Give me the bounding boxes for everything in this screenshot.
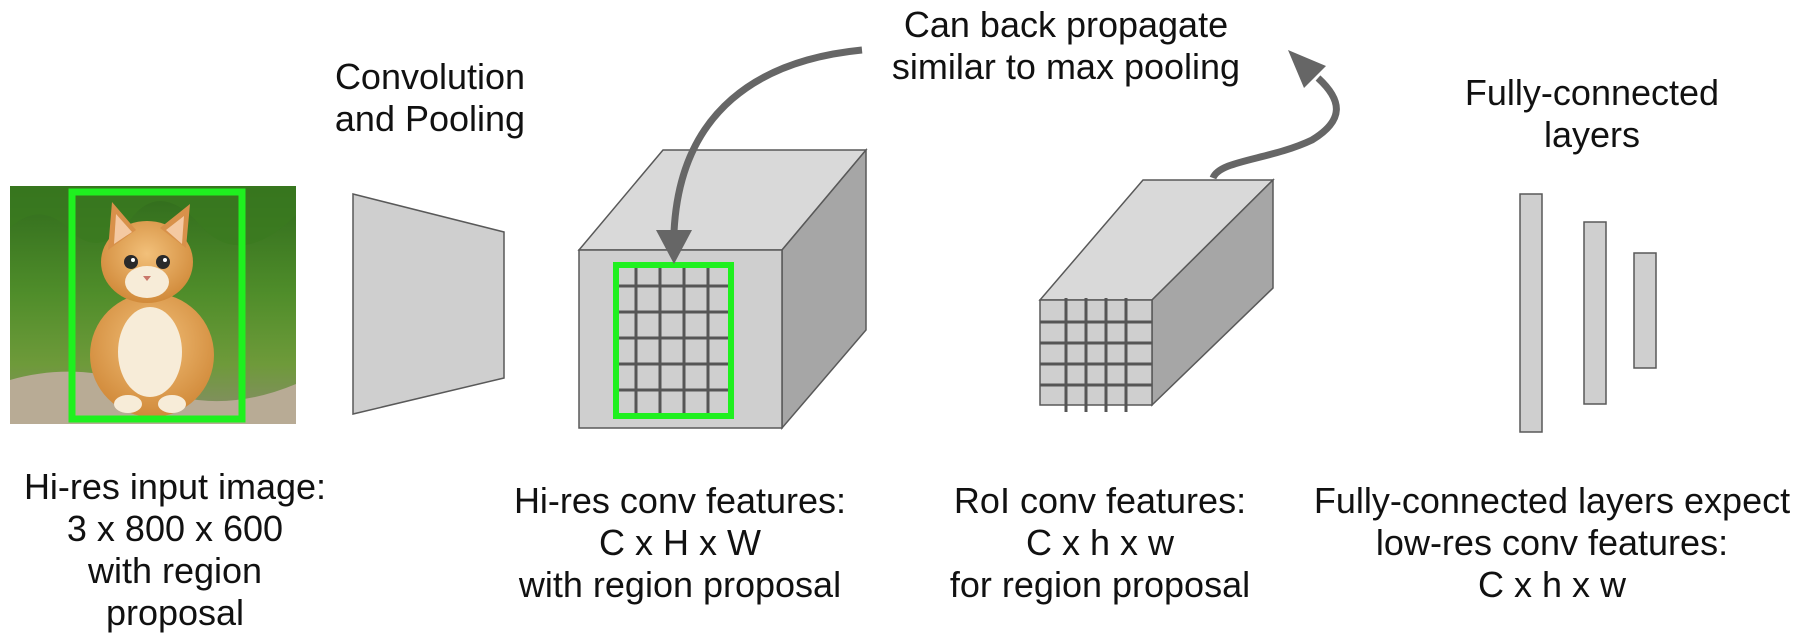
hires-region-proposal	[613, 262, 734, 419]
fc-caption-line: low-res conv features:	[1375, 522, 1729, 563]
conv-pool-label-line: Convolution	[334, 56, 526, 97]
roi-caption-line: RoI conv features:	[953, 480, 1247, 521]
fc-caption-line: Fully-connected layers expect	[1313, 480, 1791, 521]
hires-features-caption: Hi-res conv features: C x H x W with reg…	[495, 480, 865, 606]
fc-layers-caption: Fully-connected layers expect low-res co…	[1300, 480, 1804, 606]
roi-caption-line: for region proposal	[949, 564, 1251, 605]
conv-pool-label: Convolution and Pooling	[320, 56, 540, 140]
conv-pool-block	[352, 193, 505, 415]
input-caption-line: 3 x 800 x 600	[66, 508, 284, 549]
backprop-arrow-from-roi	[1209, 50, 1340, 180]
hires-caption-line: Hi-res conv features:	[513, 480, 847, 521]
fc-layer-bar	[1519, 193, 1543, 433]
hires-feature-cube	[577, 147, 868, 431]
fc-layer-bar	[1633, 252, 1657, 369]
hires-caption-line: C x H x W	[599, 522, 761, 563]
backprop-note: Can back propagate similar to max poolin…	[866, 4, 1266, 88]
hires-caption-line: with region proposal	[518, 564, 842, 605]
fc-title-line: layers	[1543, 114, 1641, 155]
fc-title-line: Fully-connected	[1464, 72, 1720, 113]
backprop-arrow-into-region	[656, 46, 863, 264]
input-caption-line: Hi-res input image:	[23, 466, 327, 507]
backprop-note-line: Can back propagate	[903, 4, 1229, 45]
roi-features-caption: RoI conv features: C x h x w for region …	[930, 480, 1270, 606]
hires-region-grid	[616, 265, 731, 416]
roi-feature-cube	[1038, 178, 1275, 407]
input-region-proposal	[68, 188, 246, 423]
fc-caption-line: C x h x w	[1477, 564, 1627, 605]
fc-layer-bar	[1583, 221, 1607, 405]
conv-pool-label-line: and Pooling	[334, 98, 526, 139]
fc-title: Fully-connected layers	[1432, 72, 1752, 156]
kitten-photo	[10, 186, 296, 424]
roi-caption-line: C x h x w	[1025, 522, 1175, 563]
input-image-caption: Hi-res input image: 3 x 800 x 600 with r…	[0, 466, 350, 634]
input-caption-line: proposal	[105, 592, 245, 633]
input-caption-line: with region	[87, 550, 263, 591]
backprop-note-line: similar to max pooling	[891, 46, 1241, 87]
roi-pooled-grid	[1040, 298, 1152, 412]
